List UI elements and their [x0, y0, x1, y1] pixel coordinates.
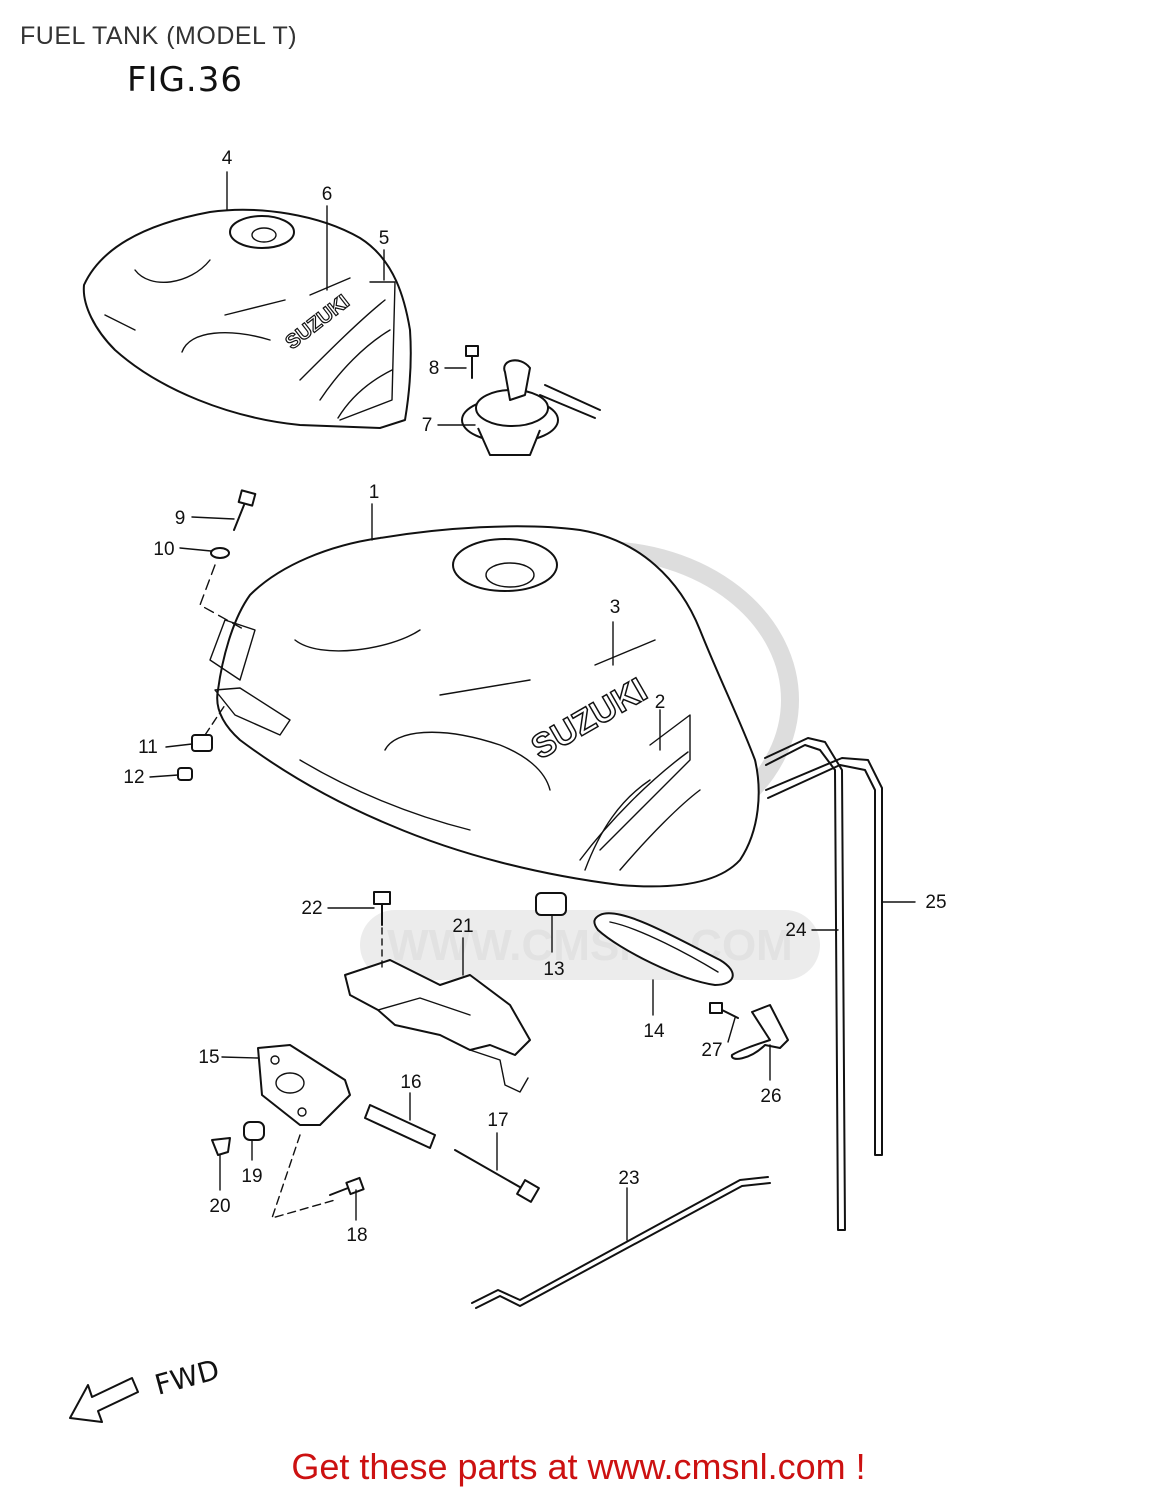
callout-24: 24 — [785, 920, 807, 941]
breather-hose[interactable] — [764, 737, 846, 1231]
parts-diagram: WWW.CMSNL.COM SUZUKI — [69, 148, 947, 1423]
tank-bracket[interactable] — [344, 959, 531, 1093]
long-bolt[interactable] — [454, 1149, 540, 1203]
bracket-bolt[interactable] — [373, 891, 391, 926]
cap-bolt[interactable] — [465, 345, 479, 379]
callout-18: 18 — [346, 1225, 367, 1246]
tank-seal[interactable] — [593, 912, 734, 986]
washer[interactable] — [210, 547, 230, 559]
watermark-text: WWW.CMSNL.COM — [387, 921, 793, 970]
callout-16: 16 — [400, 1072, 421, 1093]
tank-bolt[interactable] — [233, 489, 257, 531]
callout-11: 11 — [138, 737, 158, 758]
hose-clamp[interactable] — [730, 1004, 789, 1060]
callout-20: 20 — [209, 1196, 230, 1217]
forward-arrow-icon: FWD — [69, 1353, 223, 1423]
grommet[interactable] — [243, 1121, 265, 1141]
plate-bolt[interactable] — [329, 1176, 365, 1196]
callout-25: 25 — [925, 892, 946, 913]
callout-23: 23 — [618, 1168, 639, 1189]
callout-17: 17 — [487, 1110, 508, 1131]
cushion[interactable] — [191, 734, 213, 752]
callout-3: 3 — [610, 597, 621, 618]
callout-12: 12 — [123, 767, 144, 788]
callout-4: 4 — [222, 148, 233, 169]
page-title: FUEL TANK (MODEL T) — [20, 22, 298, 50]
callout-27: 27 — [701, 1040, 722, 1061]
pivot-pipe[interactable] — [364, 1104, 436, 1149]
figure-label: FIG.36 — [127, 60, 244, 100]
callout-19: 19 — [241, 1166, 262, 1187]
callout-21: 21 — [452, 916, 473, 937]
cushion-small[interactable] — [177, 767, 193, 781]
forward-label: FWD — [151, 1353, 223, 1402]
mount-plate[interactable] — [257, 1044, 351, 1126]
callout-22: 22 — [301, 898, 322, 919]
callout-8: 8 — [429, 358, 440, 379]
callout-10: 10 — [153, 539, 174, 560]
hose-clamp-bolt[interactable] — [709, 1002, 739, 1019]
leader-lines — [149, 171, 916, 1241]
callout-1: 1 — [369, 482, 380, 503]
drain-hose[interactable] — [765, 757, 883, 1156]
callout-5: 5 — [379, 228, 390, 249]
fuel-tank[interactable]: SUZUKI — [209, 525, 760, 888]
callout-9: 9 — [175, 508, 186, 529]
tank-cover[interactable]: SUZUKI — [82, 208, 412, 429]
callout-15: 15 — [198, 1047, 219, 1068]
footer-promo-link[interactable]: Get these parts at www.cmsnl.com ! — [291, 1446, 866, 1487]
callout-26: 26 — [760, 1086, 781, 1107]
fuel-cap[interactable] — [461, 359, 601, 456]
callout-2: 2 — [655, 692, 666, 713]
callout-labels: 4 6 5 8 7 1 9 10 11 12 3 2 22 21 13 14 2… — [123, 148, 946, 1246]
tank-cushion[interactable] — [535, 892, 567, 916]
collar[interactable] — [211, 1137, 231, 1156]
callout-14: 14 — [643, 1021, 665, 1042]
callout-6: 6 — [322, 184, 333, 205]
vent-hose[interactable] — [471, 1176, 769, 1304]
callout-13: 13 — [543, 959, 564, 980]
callout-7: 7 — [422, 415, 433, 436]
